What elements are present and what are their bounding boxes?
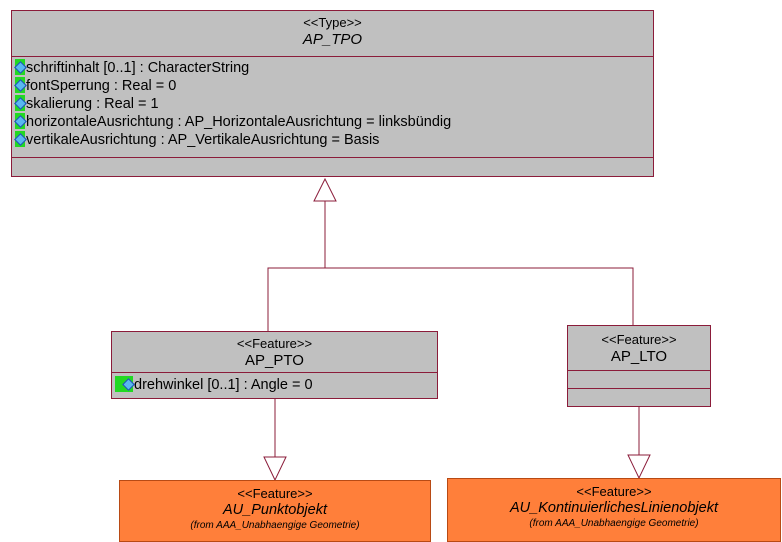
generalization-arrowhead-icon	[313, 177, 337, 202]
class-stereotype: <<Type>>	[303, 15, 362, 30]
generalization-line-pto	[267, 267, 325, 331]
attribute-row[interactable]: fontSperrung : Real = 0	[14, 77, 177, 95]
class-stereotype: <<Feature>>	[236, 336, 313, 351]
class-name: AP_TPO	[302, 31, 363, 48]
class-name: AP_LTO	[610, 348, 668, 365]
attribute-row[interactable]: vertikaleAusrichtung : AP_VertikaleAusri…	[14, 131, 380, 149]
public-attribute-icon	[14, 77, 27, 93]
public-attribute-icon	[14, 95, 27, 111]
generalization-arrowhead-icon	[263, 456, 287, 482]
class-stereotype: <<Feature>>	[601, 332, 677, 347]
class-separator	[568, 388, 710, 389]
attribute-row[interactable]: horizontaleAusrichtung : AP_HorizontaleA…	[14, 113, 452, 131]
class-stereotype: <<Feature>>	[576, 484, 652, 499]
class-ap-tpo[interactable]: <<Type>> AP_TPO schriftinhalt [0..1] : C…	[11, 10, 654, 177]
generalization-line-lto	[325, 267, 634, 325]
package-origin-label: (from AAA_Unabhaengige Geometrie)	[190, 520, 360, 531]
public-attribute-icon	[14, 59, 27, 75]
attribute-text: skalierung : Real = 1	[26, 96, 159, 112]
class-ap-lto[interactable]: <<Feature>> AP_LTO	[567, 325, 711, 407]
class-name: AP_PTO	[245, 352, 304, 369]
class-separator	[12, 56, 653, 57]
package-origin-label: (from AAA_Unabhaengige Geometrie)	[529, 518, 699, 529]
class-au-kontinuierliches-linienobjekt[interactable]: <<Feature>> AU_KontinuierlichesLinienobj…	[447, 478, 781, 542]
class-au-punktobjekt[interactable]: <<Feature>> AU_Punktobjekt (from AAA_Una…	[119, 480, 431, 542]
attribute-row[interactable]: schriftinhalt [0..1] : CharacterString	[14, 59, 250, 77]
public-attribute-icon	[14, 113, 27, 129]
attribute-text: horizontaleAusrichtung : AP_HorizontaleA…	[26, 114, 452, 130]
class-ap-pto[interactable]: <<Feature>> AP_PTO drehwinkel [0..1] : A…	[111, 331, 438, 399]
attribute-text: vertikaleAusrichtung : AP_VertikaleAusri…	[26, 132, 380, 148]
attribute-row[interactable]: skalierung : Real = 1	[14, 95, 159, 113]
generalization-arrowhead-icon	[627, 454, 651, 480]
public-attribute-icon	[115, 376, 135, 392]
attribute-text: drehwinkel [0..1] : Angle = 0	[134, 377, 313, 393]
attribute-text: schriftinhalt [0..1] : CharacterString	[26, 60, 250, 76]
class-name: AU_Punktobjekt	[223, 502, 327, 518]
class-stereotype: <<Feature>>	[237, 486, 313, 501]
class-separator	[568, 370, 710, 371]
public-attribute-icon	[14, 131, 27, 147]
attribute-row[interactable]: drehwinkel [0..1] : Angle = 0	[115, 376, 313, 394]
attribute-text: fontSperrung : Real = 0	[26, 78, 177, 94]
class-name: AU_KontinuierlichesLinienobjekt	[510, 500, 718, 516]
class-separator	[12, 157, 653, 158]
class-separator	[112, 372, 437, 373]
